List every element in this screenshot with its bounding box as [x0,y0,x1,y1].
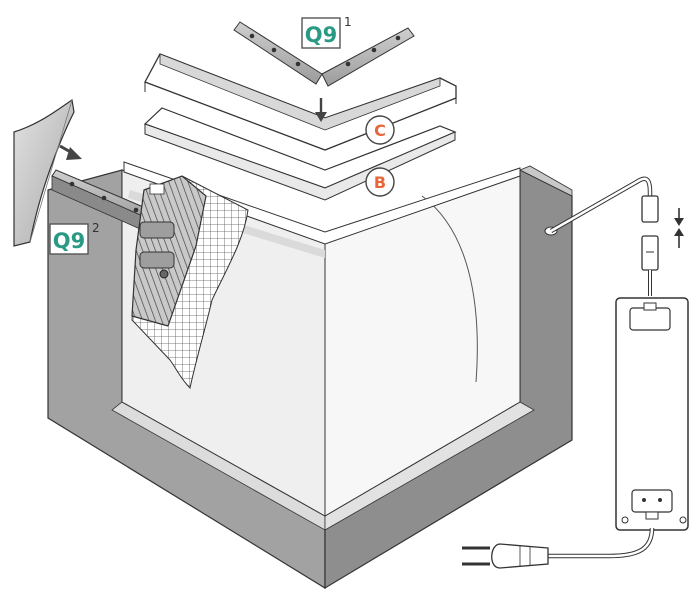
q9-left-label: Q9 2 [49,221,100,255]
drywall-curve [421,195,478,383]
led-strip-mesh [131,175,249,390]
diffuser-b [143,107,457,201]
plug-icon [462,527,655,569]
corner-wall [47,165,573,590]
wall-top-right [519,165,573,197]
marker-b: B [365,167,395,197]
q9-left-text: Q9 [53,229,85,253]
arrow-down-icon [315,98,327,122]
q9-top-index: 1 [344,15,352,29]
power-cable-top [549,176,659,296]
clearance-arrows-icon [674,208,684,248]
q9-left-index: 2 [92,221,100,235]
wall-groove [123,161,521,245]
q9-top-label: Q9 1 [301,15,352,49]
marker-c: C [365,115,395,145]
q9-top-text: Q9 [305,23,337,47]
marker-c-text: C [374,121,386,140]
arrow-right-icon [59,144,82,160]
driver-box-icon [615,297,689,531]
end-cap [13,98,75,247]
corner-connector-top [233,21,415,87]
straight-connector [51,169,161,237]
marker-b-text: B [374,173,386,192]
